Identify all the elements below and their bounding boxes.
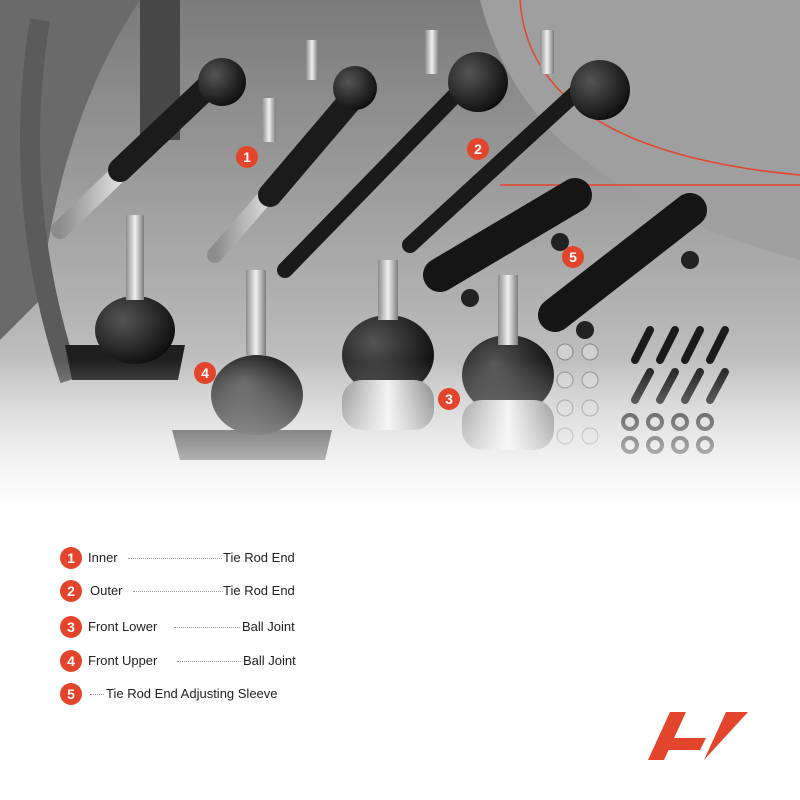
adjusting-sleeve-1 xyxy=(423,178,592,307)
legend-type: Tie Rod End Adjusting Sleeve xyxy=(106,686,278,701)
outer-tie-rod-end-1 xyxy=(277,30,508,278)
legend-type: Ball Joint xyxy=(242,619,295,634)
legend-part: Front Upper xyxy=(88,653,158,668)
legend-part: Front Lower xyxy=(88,619,158,634)
marker-1: 1 xyxy=(236,146,258,168)
leader-line xyxy=(128,558,222,559)
leader-line xyxy=(90,694,104,695)
outer-tie-rod-end-2 xyxy=(402,30,630,253)
marker-5: 5 xyxy=(562,246,584,268)
legend-number: 4 xyxy=(60,650,82,672)
photo-fade xyxy=(0,360,800,540)
legend-row: 2 Outer Tie Rod End xyxy=(60,579,320,603)
inner-tie-rod-end-1 xyxy=(51,58,276,239)
leader-line xyxy=(133,591,223,592)
adjusting-sleeve-2 xyxy=(538,193,707,339)
marker-3: 3 xyxy=(438,388,460,410)
marker-2: 2 xyxy=(467,138,489,160)
legend-type: Tie Rod End xyxy=(223,583,295,598)
inner-tie-rod-end-2 xyxy=(207,40,377,263)
legend-type: Tie Rod End xyxy=(223,550,295,565)
legend-part: Outer xyxy=(90,583,123,598)
ap-brand-logo-icon xyxy=(648,712,748,760)
legend-row: 4 Front Upper Ball Joint xyxy=(60,649,320,673)
legend-number: 1 xyxy=(60,547,82,569)
legend-number: 5 xyxy=(60,683,82,705)
legend-row: 1 Inner Tie Rod End xyxy=(60,546,320,570)
leader-line xyxy=(174,627,240,628)
legend-number: 2 xyxy=(60,580,82,602)
legend-row: 5 Tie Rod End Adjusting Sleeve xyxy=(60,682,320,706)
leader-line xyxy=(177,661,241,662)
legend-part: Inner xyxy=(88,550,118,565)
legend-number: 3 xyxy=(60,616,82,638)
legend-type: Ball Joint xyxy=(243,653,296,668)
legend-row: 3 Front Lower Ball Joint xyxy=(60,615,320,639)
marker-4: 4 xyxy=(194,362,216,384)
